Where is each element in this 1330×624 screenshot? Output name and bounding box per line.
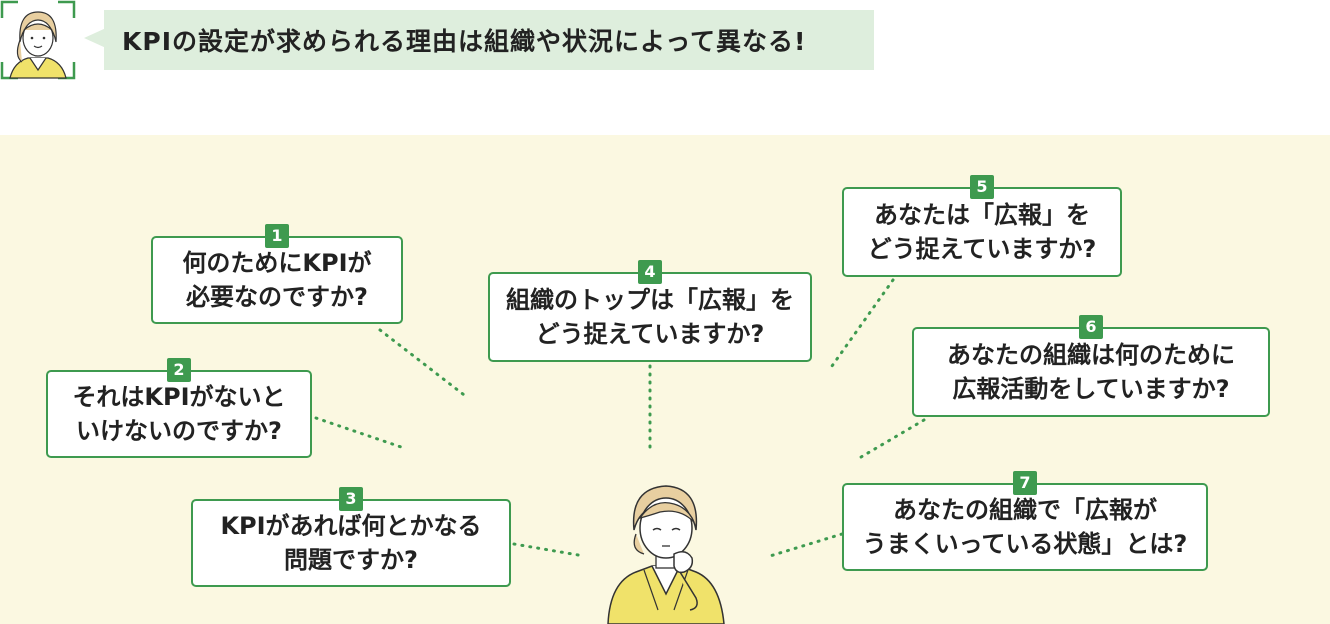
question-text-3b: 問題ですか? (284, 546, 418, 574)
question-box-7: 7 あなたの組織で「広報が うまくいっている状態」とは? (842, 471, 1208, 571)
connector-3 (512, 542, 586, 558)
question-text-3a: KPIがあれば何とかなる (220, 512, 482, 540)
question-text-7a: あなたの組織で「広報が (893, 496, 1157, 524)
question-text-5b: どう捉えていますか? (867, 235, 1097, 263)
question-number-5: 5 (970, 175, 994, 199)
speech-bubble: KPIの設定が求められる理由は組織や状況によって異なる! (104, 10, 874, 70)
connector-6 (854, 418, 926, 462)
question-text-4a: 組織のトップは「広報」を (506, 286, 794, 314)
question-box-2: 2 それはKPIがないと いけないのですか? (46, 358, 312, 458)
question-text-1b: 必要なのですか? (186, 283, 368, 311)
question-box-4: 4 組織のトップは「広報」を どう捉えていますか? (488, 260, 812, 362)
question-text-4b: どう捉えていますか? (535, 320, 765, 348)
connector-2 (314, 416, 406, 450)
connector-1 (378, 328, 470, 400)
question-number-7: 7 (1013, 471, 1037, 495)
question-text-7b: うまくいっている状態」とは? (862, 530, 1188, 558)
speech-bubble-tail (84, 28, 106, 48)
question-text-2b: いけないのですか? (76, 417, 282, 445)
question-text-1a: 何のためにKPIが (182, 249, 372, 277)
question-number-2: 2 (167, 358, 191, 382)
question-text-6a: あなたの組織は何のために (947, 341, 1235, 369)
question-number-3: 3 (339, 487, 363, 511)
question-box-6: 6 あなたの組織は何のために 広報活動をしていますか? (912, 315, 1270, 417)
question-number-4: 4 (638, 260, 662, 284)
connector-5 (830, 278, 895, 368)
connector-7 (768, 532, 844, 558)
question-text-6b: 広報活動をしていますか? (952, 375, 1230, 403)
question-box-3: 3 KPIがあれば何とかなる 問題ですか? (191, 487, 511, 587)
presenter-avatar (0, 0, 76, 80)
question-text-5a: あなたは「広報」を (874, 201, 1090, 229)
question-box-1: 1 何のためにKPIが 必要なのですか? (151, 224, 403, 324)
question-box-5: 5 あなたは「広報」を どう捉えていますか? (842, 175, 1122, 277)
thinking-person-illustration (607, 485, 725, 624)
question-number-6: 6 (1079, 315, 1103, 339)
question-number-1: 1 (265, 224, 289, 248)
question-text-2a: それはKPIがないと (72, 383, 286, 411)
speech-text: KPIの設定が求められる理由は組織や状況によって異なる! (122, 27, 807, 56)
